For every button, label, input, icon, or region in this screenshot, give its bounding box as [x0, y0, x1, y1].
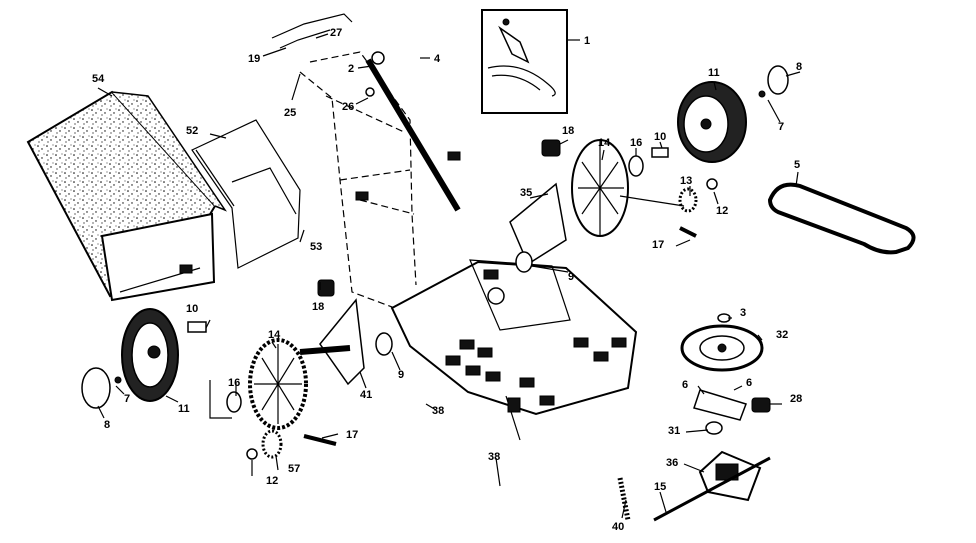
- left-wheel: [81, 308, 207, 409]
- callout-10-left: 10: [186, 303, 198, 315]
- handle-assembly: [271, 13, 461, 311]
- callout-5: 5: [794, 159, 800, 171]
- callout-36: 36: [666, 457, 678, 469]
- callout-12-left: 12: [266, 475, 278, 487]
- callout-11-left: 11: [178, 403, 190, 415]
- callout-12-right: 12: [716, 205, 728, 217]
- callout-14-left: 14: [268, 329, 281, 341]
- callout-7-right: 7: [778, 121, 784, 133]
- callout-28: 28: [790, 393, 802, 405]
- callout-32: 32: [776, 329, 788, 341]
- grass-catcher-bag: [26, 90, 227, 302]
- callout-25: 25: [284, 107, 296, 119]
- callout-38-upper: 38: [432, 405, 444, 417]
- callout-labels: 1 2 3 4 5 6 6 7 7 8 8 9 9 10 10 11 11 12…: [92, 27, 802, 533]
- callout-53: 53: [310, 241, 322, 253]
- callout-57: 57: [288, 463, 300, 475]
- callout-38-lower: 38: [488, 451, 500, 463]
- callout-16-right: 16: [630, 137, 642, 149]
- callout-15: 15: [654, 481, 666, 493]
- callout-9-left: 9: [398, 369, 404, 381]
- callout-6-right: 6: [746, 377, 752, 389]
- left-bracket: [299, 279, 393, 386]
- callout-1: 1: [584, 35, 590, 47]
- callout-14-right: 14: [598, 137, 611, 149]
- bag-frame: [191, 119, 301, 269]
- callout-26: 26: [342, 101, 354, 113]
- right-drive-gear: [509, 139, 718, 273]
- callout-7-left: 7: [124, 393, 130, 405]
- leader-lines: [97, 33, 801, 519]
- callout-41: 41: [360, 389, 372, 401]
- callout-40: 40: [612, 521, 624, 533]
- callout-2: 2: [348, 63, 354, 75]
- callout-3: 3: [740, 307, 746, 319]
- callout-10-right: 10: [654, 131, 666, 143]
- left-drive-gear: [226, 338, 337, 460]
- callout-27: 27: [330, 27, 342, 39]
- parts-inset: [481, 9, 568, 114]
- callout-19: 19: [248, 53, 260, 65]
- right-wheel: [651, 65, 789, 163]
- callout-35: 35: [520, 187, 532, 199]
- callout-8-right: 8: [796, 61, 802, 73]
- callout-31: 31: [668, 425, 680, 437]
- callout-17-right: 17: [652, 239, 664, 251]
- mower-deck: [390, 259, 638, 441]
- callout-18-right: 18: [562, 125, 574, 137]
- callout-17-left: 17: [346, 429, 358, 441]
- callout-4: 4: [434, 53, 441, 65]
- deck-vents: [445, 269, 627, 406]
- callout-52: 52: [186, 125, 198, 137]
- callout-54: 54: [92, 73, 105, 85]
- drive-belt: [767, 182, 916, 255]
- callout-8-left: 8: [104, 419, 110, 431]
- callout-9-right: 9: [568, 271, 574, 283]
- callout-16-left: 16: [228, 377, 240, 389]
- callout-13: 13: [680, 175, 692, 187]
- callout-6-left: 6: [682, 379, 688, 391]
- callout-11-right: 11: [708, 67, 720, 79]
- transmission: [617, 313, 771, 522]
- callout-18-left: 18: [312, 301, 324, 313]
